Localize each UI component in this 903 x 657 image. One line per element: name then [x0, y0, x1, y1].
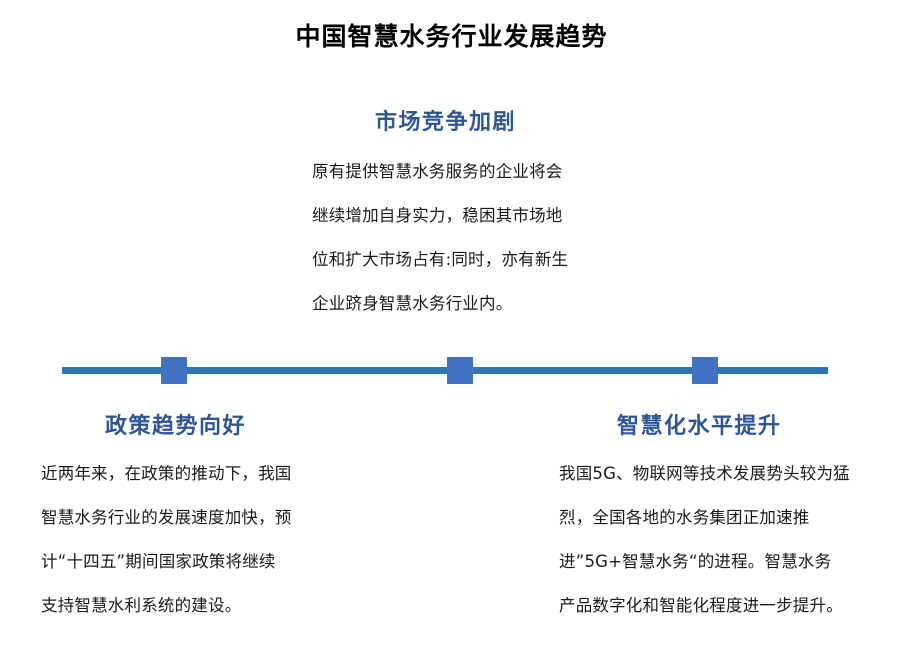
section-heading-intelligence-level: 智慧化水平提升: [617, 414, 782, 439]
body-line: 支持智慧水利系统的建设。: [41, 596, 242, 615]
body-line: 原有提供智慧水务服务的企业将会: [312, 162, 563, 181]
body-line: 进”5G+智慧水务“的进程。智慧水务: [559, 552, 832, 571]
body-line: 产品数字化和智能化程度进一步提升。: [559, 596, 843, 615]
body-line: 继续增加自身实力，稳困其市场地: [312, 206, 563, 225]
body-line: 我国5G、物联网等技术发展势头较为猛: [559, 464, 850, 483]
timeline-marker-right: [692, 357, 718, 384]
body-line: 智慧水务行业的发展速度加快，预: [41, 508, 292, 527]
section-body-intelligence-level: 我国5G、物联网等技术发展势头较为猛 烈，全国各地的水务集团正加速推 进”5G+…: [559, 452, 850, 628]
body-line: 近两年来，在政策的推动下，我国: [41, 464, 292, 483]
body-line: 烈，全国各地的水务集团正加速推: [559, 508, 810, 527]
timeline-marker-left: [161, 357, 187, 384]
section-body-market-competition: 原有提供智慧水务服务的企业将会 继续增加自身实力，稳困其市场地 位和扩大市场占有…: [312, 150, 568, 326]
timeline-axis-line: [62, 367, 828, 374]
section-heading-policy-trend: 政策趋势向好: [105, 414, 247, 439]
body-line: 企业跻身智慧水务行业内。: [312, 294, 513, 313]
body-line: 位和扩大市场占有:同时，亦有新生: [312, 250, 569, 269]
section-body-policy-trend: 近两年来，在政策的推动下，我国 智慧水务行业的发展速度加快，预 计“十四五”期间…: [41, 452, 292, 628]
timeline-marker-center: [447, 357, 473, 384]
page-title: 中国智慧水务行业发展趋势: [295, 22, 608, 51]
timeline: [62, 357, 828, 385]
section-heading-market-competition: 市场竞争加剧: [375, 110, 517, 135]
body-line: 计“十四五”期间国家政策将继续: [41, 552, 276, 571]
